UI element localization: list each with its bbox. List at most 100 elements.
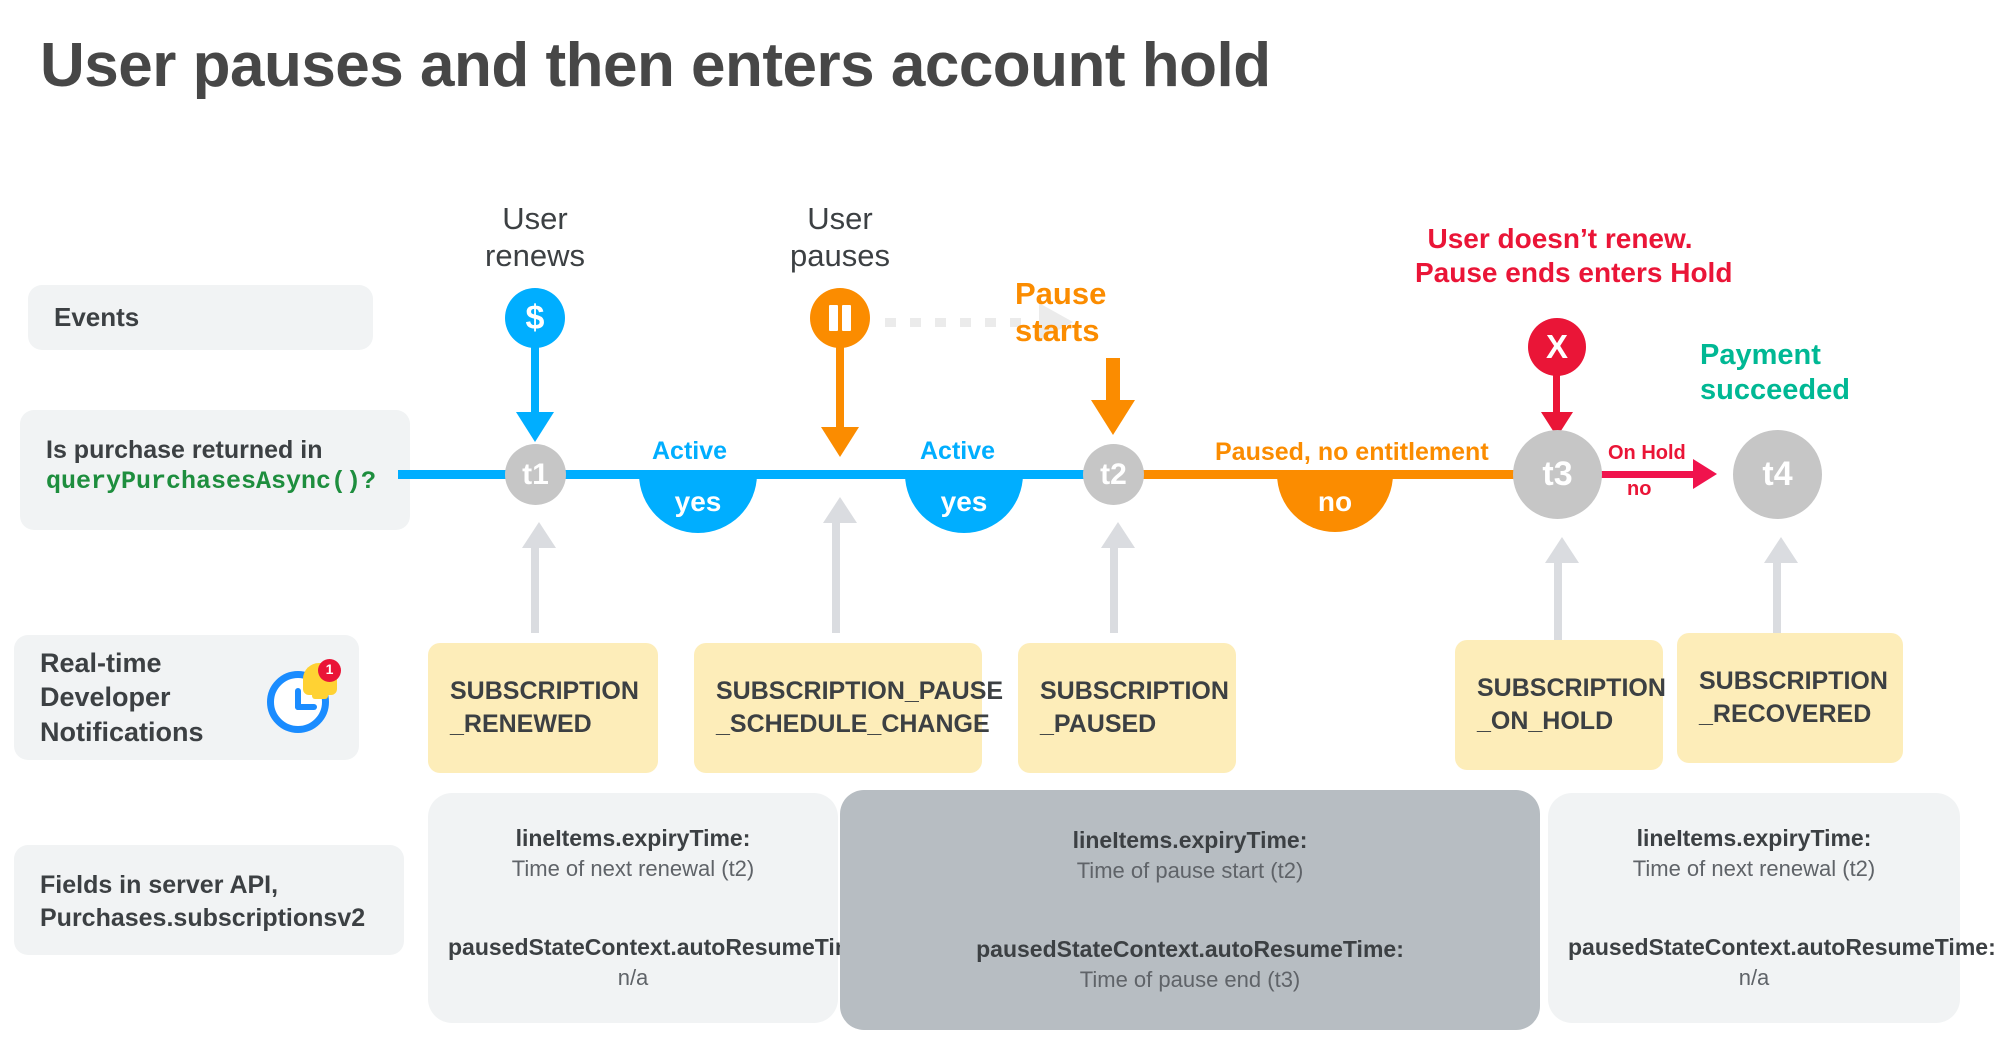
- dot-6: [1010, 317, 1021, 327]
- row-label-rtdn-line1: Real-time: [40, 648, 162, 679]
- event-label-doesnt-renew-line1: User doesn’t renew.: [1427, 223, 1693, 254]
- event-stem-pause-starts: [1106, 358, 1120, 403]
- rtdn-box-3-line2: _PAUSED: [1040, 710, 1157, 738]
- clock-hand-horizontal: [295, 703, 317, 710]
- field-box-3-key-2: pausedStateContext.autoResumeTime:: [1568, 934, 1996, 960]
- dotted-arrowhead: [1039, 303, 1073, 341]
- row-label-events-text: Events: [54, 302, 140, 332]
- answer-bubble-no: no: [1277, 474, 1393, 532]
- segment-label-paused: Paused, no entitlement: [1215, 438, 1489, 466]
- event-arrowhead-pause-starts: [1091, 400, 1135, 435]
- field-box-1-group-1: lineItems.expiryTime: Time of next renew…: [448, 825, 818, 882]
- rtdn-box-subscription-pause-schedule-change: SUBSCRIPTION_PAUSE _SCHEDULE_CHANGE: [694, 643, 1003, 773]
- answer-bubble-yes-2: yes: [905, 474, 1023, 533]
- field-box-2-key-1: lineItems.expiryTime:: [1072, 827, 1308, 853]
- row-label-server-api-fields: Fields in server API, Purchases.subscrip…: [14, 845, 404, 955]
- on-hold-arrow-line: [1599, 471, 1695, 478]
- row-label-fields-line1: Fields in server API,: [40, 871, 279, 899]
- event-label-doesnt-renew-line2: Pause ends enters Hold: [1415, 256, 1733, 288]
- bell-base-icon: [312, 691, 328, 699]
- rtdn-connector-stem-3: [1110, 545, 1118, 633]
- event-label-user-pauses: User pauses: [740, 200, 940, 274]
- event-label-pause-starts: Pause starts: [1015, 275, 1215, 349]
- rtdn-box-1-line2: _RENEWED: [450, 710, 592, 738]
- field-box-2-group-1: lineItems.expiryTime: Time of pause star…: [860, 827, 1520, 884]
- field-box-2-gap: [860, 884, 1520, 936]
- event-label-user-renews: User renews: [435, 200, 635, 274]
- rtdn-box-4-line1: SUBSCRIPTION: [1477, 673, 1666, 702]
- event-label-user-renews-line2: renews: [485, 238, 585, 274]
- event-label-user-pauses-line1: User: [807, 201, 873, 236]
- rtdn-box-4-line2: _ON_HOLD: [1477, 707, 1614, 735]
- row-label-events: Events: [28, 285, 373, 350]
- field-box-renewed: lineItems.expiryTime: Time of next renew…: [428, 793, 876, 1023]
- rtdn-box-5-line1: SUBSCRIPTION: [1699, 666, 1888, 695]
- rtdn-connector-stem-5: [1773, 560, 1781, 640]
- x-glyph: X: [1545, 328, 1568, 365]
- field-box-1-key-1: lineItems.expiryTime:: [515, 825, 751, 851]
- field-box-3-val-2: n/a: [1738, 965, 1770, 990]
- timeline-node-t3-label: t3: [1542, 455, 1573, 493]
- rtdn-connector-head-3: [1101, 522, 1135, 548]
- row-label-rtdn-text: Real-time Developer Notifications: [40, 646, 204, 748]
- dot-1: [885, 317, 896, 327]
- dot-3: [935, 317, 946, 327]
- rtdn-connector-stem-2: [832, 520, 840, 633]
- field-box-1-val-1: Time of next renewal (t2): [511, 856, 755, 881]
- rtdn-box-1-line1: SUBSCRIPTION: [450, 676, 639, 705]
- field-box-3-group-2: pausedStateContext.autoResumeTime: n/a: [1568, 934, 1996, 991]
- row-label-query-line1: Is purchase returned in: [46, 436, 323, 464]
- field-box-2-val-1: Time of pause start (t2): [1076, 858, 1304, 883]
- event-label-user-doesnt-renew: User doesn’t renew. Pause ends enters Ho…: [1415, 222, 1733, 289]
- event-arrowhead-pauses: [821, 427, 859, 457]
- field-box-1-val-2: n/a: [617, 965, 649, 990]
- timeline-node-t4: t4: [1733, 430, 1822, 519]
- timeline-node-t4-label: t4: [1762, 455, 1793, 493]
- field-box-2-key-2: pausedStateContext.autoResumeTime:: [976, 936, 1404, 962]
- row-label-query-purchases: Is purchase returned in queryPurchasesAs…: [20, 410, 410, 530]
- rtdn-connector-head-2: [823, 497, 857, 523]
- dollar-icon: $: [505, 288, 565, 348]
- event-label-payment-line2: succeeded: [1700, 373, 1850, 406]
- rtdn-box-subscription-paused: SUBSCRIPTION _PAUSED: [1018, 643, 1236, 773]
- event-label-pause-starts-line2: starts: [1015, 313, 1100, 349]
- event-label-user-pauses-line2: pauses: [790, 238, 890, 274]
- field-box-3-val-1: Time of next renewal (t2): [1632, 856, 1876, 881]
- event-label-payment-succeeded: Payment succeeded: [1700, 338, 1960, 408]
- row-label-fields-line2: Purchases.subscriptionsv2: [40, 903, 366, 932]
- field-box-paused: lineItems.expiryTime: Time of pause star…: [840, 790, 1540, 1030]
- answer-bubble-no-text: no: [1317, 486, 1353, 517]
- event-arrowhead-renews: [516, 412, 554, 442]
- pause-bar-right: [842, 305, 851, 331]
- rtdn-box-2-line1: SUBSCRIPTION_PAUSE: [716, 676, 1004, 705]
- rtdn-box-subscription-renewed: SUBSCRIPTION _RENEWED: [428, 643, 658, 773]
- event-stem-renews: [531, 345, 539, 415]
- pause-transition-dotted-arrow: [885, 303, 1073, 341]
- rtdn-connector-stem-4: [1554, 560, 1562, 640]
- row-label-rtdn-line2: Developer: [40, 682, 171, 713]
- event-label-pause-starts-line1: Pause: [1015, 276, 1107, 311]
- field-box-3-gap: [1568, 882, 1940, 934]
- timeline-node-t2-label: t2: [1100, 457, 1127, 491]
- rtdn-box-2-line2: _SCHEDULE_CHANGE: [716, 710, 990, 738]
- segment-label-on-hold-answer: no: [1627, 478, 1652, 500]
- row-label-query-code: queryPurchasesAsync()?: [46, 467, 377, 496]
- event-stem-pauses: [836, 345, 844, 430]
- dot-2: [910, 317, 921, 327]
- pause-icon: [810, 288, 870, 348]
- field-box-3-key-1: lineItems.expiryTime:: [1636, 825, 1872, 851]
- x-icon: X: [1528, 318, 1586, 376]
- event-stem-doesnt-renew: [1553, 374, 1560, 416]
- rtdn-box-subscription-recovered: SUBSCRIPTION _RECOVERED: [1677, 633, 1903, 763]
- segment-label-on-hold: On Hold: [1608, 442, 1686, 464]
- timeline-node-t2: t2: [1083, 444, 1144, 505]
- answer-bubble-yes-1: yes: [639, 474, 757, 533]
- pause-bar-left: [829, 305, 838, 331]
- dot-5: [985, 317, 996, 327]
- field-box-1-gap: [448, 882, 818, 934]
- timeline-segment-active: [398, 470, 1138, 479]
- field-box-1-group-2: pausedStateContext.autoResumeTime: n/a: [448, 934, 876, 991]
- field-box-2-group-2: pausedStateContext.autoResumeTime: Time …: [860, 936, 1520, 993]
- field-box-1-key-2: pausedStateContext.autoResumeTime:: [448, 934, 876, 960]
